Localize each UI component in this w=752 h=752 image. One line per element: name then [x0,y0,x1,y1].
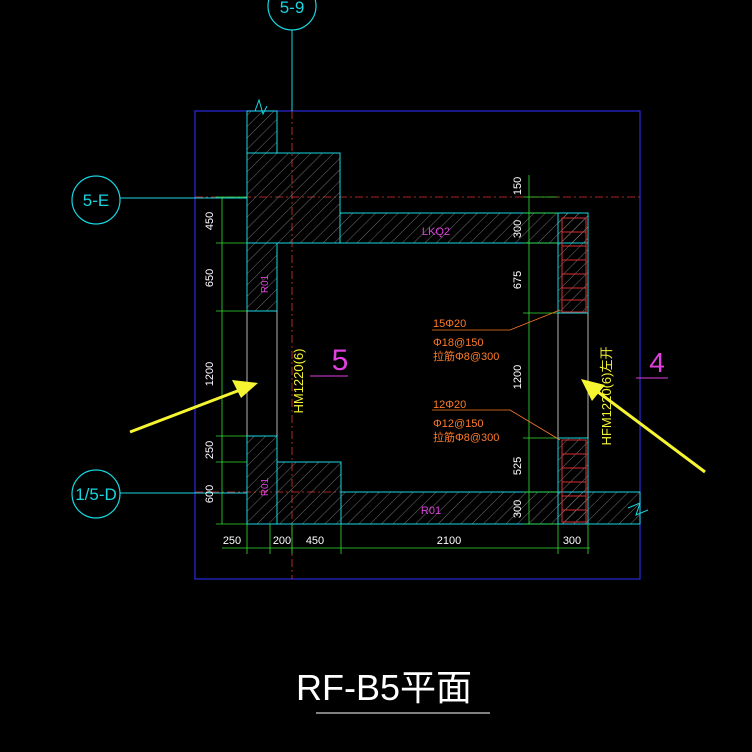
dim-right-5: 300 [512,500,524,518]
grid-number-4-text: 4 [649,347,665,378]
rebar-cage-upper [561,217,587,313]
axis-label-left-upper: 5-E [83,191,109,210]
axis-bubble-top: 5-9 [267,0,317,31]
dimension-chain-right [523,175,558,525]
rebar-upper-tie: 拉筋Φ8@300 [433,349,499,363]
dimension-texts-left: 450 650 1200 250 600 [204,212,216,503]
dim-right-1: 300 [512,220,524,238]
rebar-note-lower: 12Φ20 Φ12@150 拉筋Φ8@300 [432,399,561,444]
dim-left-0: 450 [204,212,216,230]
drawing-frame [194,110,641,580]
wall-left-lower [246,435,278,525]
wall-top-beam [339,212,589,244]
dim-right-2: 675 [512,271,524,289]
dim-right-3: 1200 [512,365,524,389]
grid-number-5: 5 [310,344,348,377]
dim-bottom-1: 200 [273,535,291,547]
wall-right-upper [557,212,589,314]
rebar-lower-stirrup: Φ12@150 [433,418,484,430]
dimension-texts-right: 150 300 675 1200 525 300 [512,177,524,518]
dim-left-2: 1200 [204,362,216,386]
axis-bubble-left-lower: 1/5-D [71,469,121,519]
label-left-lower-wall: R01 [260,477,271,496]
grid-number-5-text: 5 [332,344,349,377]
break-symbol-top [254,98,268,116]
label-left-upper-wall: R01 [260,274,271,293]
rebar-lower-tie: 拉筋Φ8@300 [433,430,499,444]
dim-bottom-0: 250 [223,535,241,547]
wall-bottom-beam [340,491,641,525]
label-member-right: HFM1220(6)左开 [599,347,614,446]
axis-bubble-left-upper: 5-E [71,175,121,225]
rebar-note-upper: 15Φ20 Φ18@150 拉筋Φ8@300 [432,309,561,363]
dimension-texts-bottom: 250 200 450 2100 300 [223,535,581,547]
break-symbol-right [627,502,649,516]
rebar-lower-main: 12Φ20 [433,399,466,411]
axis-label-top: 5-9 [280,0,305,17]
label-member-left: HM1220(6) [291,348,306,413]
wall-left-upper [246,242,278,312]
rebar-upper-main: 15Φ20 [433,318,466,330]
wall-corner-upper [246,152,341,244]
drawing-title: RF-B5平面 [296,667,472,708]
wall-top-stub [246,110,278,154]
dim-bottom-2: 450 [306,535,324,547]
axis-label-left-lower: 1/5-D [75,485,117,504]
grid-number-4: 4 [636,347,668,379]
dim-left-4: 600 [204,485,216,503]
arrow-left-annotation [129,380,258,434]
wall-corner-lower [276,461,342,525]
dimension-chain-bottom [222,524,590,554]
wall-group [246,110,641,525]
dim-bottom-4: 300 [563,535,581,547]
label-bottom-beam: R01 [421,505,441,517]
label-top-beam: LKQ2 [422,226,450,238]
dim-right-0: 150 [512,177,524,195]
rebar-upper-stirrup: Φ18@150 [433,337,484,349]
dim-left-1: 650 [204,269,216,287]
arrow-right-annotation [581,379,706,474]
dim-bottom-3: 2100 [437,535,461,547]
dim-right-4: 525 [512,457,524,475]
rebar-cage-lower [561,439,587,523]
dim-left-3: 250 [204,441,216,459]
dimension-chain-left [216,196,247,525]
